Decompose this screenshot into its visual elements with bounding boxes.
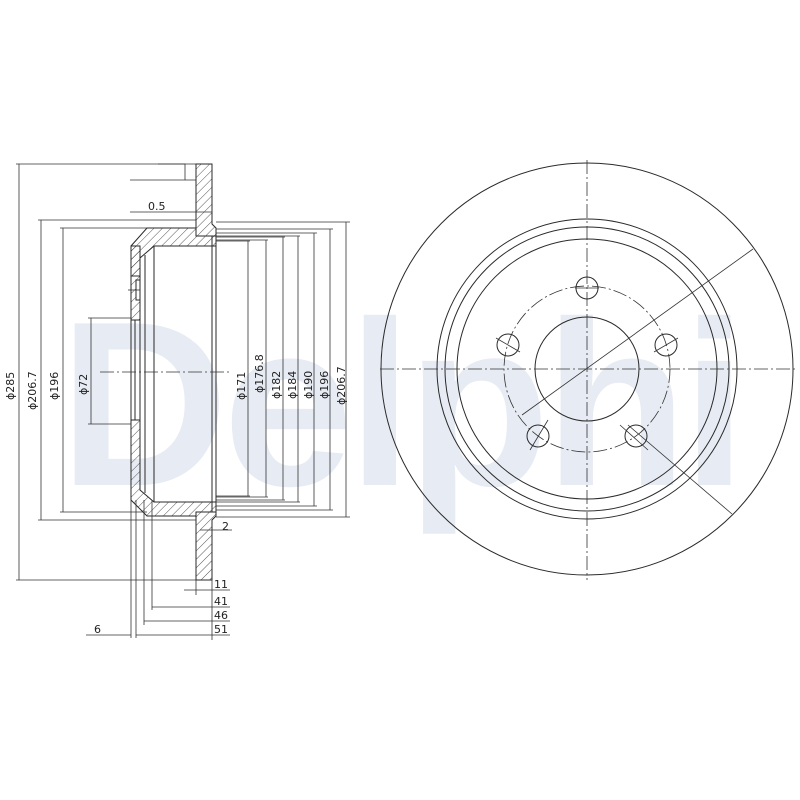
front-view [380, 160, 795, 580]
svg-text:ϕ206.7: ϕ206.7 [335, 366, 348, 405]
svg-text:ϕ206.7: ϕ206.7 [26, 371, 39, 410]
svg-text:ϕ184: ϕ184 [286, 371, 299, 399]
svg-text:ϕ182: ϕ182 [270, 371, 283, 399]
svg-text:ϕ285: ϕ285 [4, 372, 17, 400]
right-diameter-labels: ϕ171 ϕ176.8 ϕ182 ϕ184 ϕ190 ϕ196 ϕ206.7 [235, 354, 348, 405]
hub-vertical-wall [130, 245, 141, 321]
svg-text:ϕ72: ϕ72 [77, 374, 90, 395]
svg-text:41: 41 [214, 595, 228, 608]
svg-text:11: 11 [214, 578, 228, 591]
left-diameter-labels: ϕ285 ϕ206.7 ϕ196 ϕ72 [4, 371, 90, 410]
svg-text:Delphi: Delphi [59, 272, 741, 535]
svg-text:ϕ176.8: ϕ176.8 [253, 354, 266, 393]
svg-text:6: 6 [94, 623, 101, 636]
dim-thickness: 2 [222, 520, 229, 533]
depth-labels: 11 41 46 51 6 [94, 578, 228, 636]
flange-bottom [195, 511, 217, 581]
svg-text:ϕ190: ϕ190 [302, 371, 315, 399]
bolt-holes [495, 276, 679, 451]
svg-text:ϕ196: ϕ196 [318, 371, 331, 399]
svg-text:46: 46 [214, 609, 228, 622]
flange-top [195, 163, 217, 237]
svg-text:ϕ171: ϕ171 [235, 372, 248, 400]
section-view: 0.5 ϕ285 ϕ206.7 ϕ196 ϕ72 [4, 163, 350, 640]
watermark-logo: Delphi [59, 272, 747, 535]
svg-text:ϕ196: ϕ196 [48, 372, 61, 400]
dim-top-offset: 0.5 [148, 200, 166, 213]
svg-text:51: 51 [214, 623, 228, 636]
